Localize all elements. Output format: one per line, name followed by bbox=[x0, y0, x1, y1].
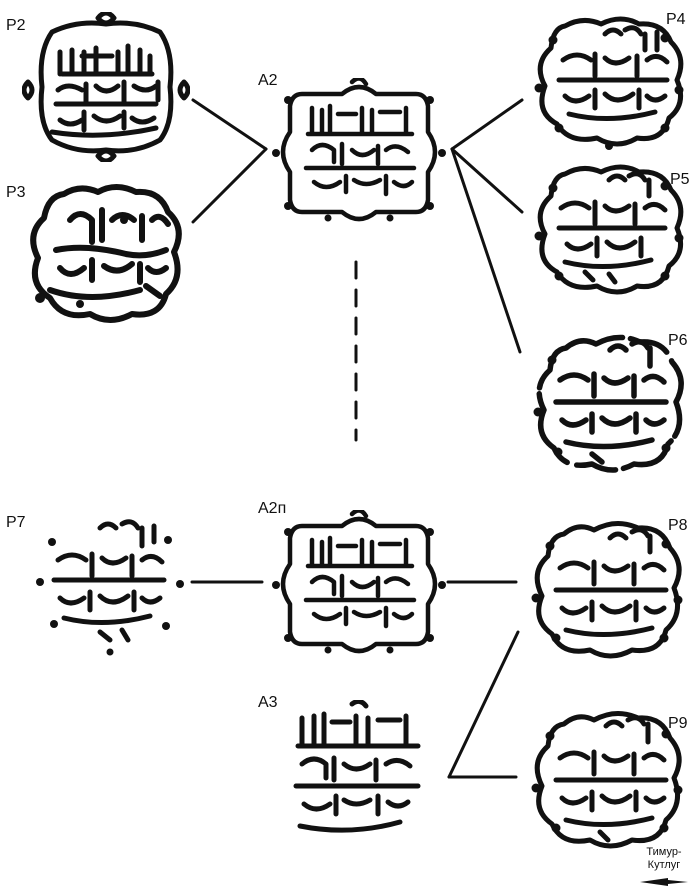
link-p3-a2 bbox=[191, 147, 268, 224]
seal-p9 bbox=[531, 711, 683, 849]
seal-p8 bbox=[531, 521, 683, 659]
seal-a2n bbox=[272, 510, 446, 654]
label-p4: P4 bbox=[666, 11, 686, 28]
seal-a2 bbox=[272, 78, 446, 222]
arrow-right-icon bbox=[640, 878, 688, 887]
label-p6: P6 bbox=[668, 332, 688, 349]
seal-p7 bbox=[36, 519, 184, 656]
link-p2-a2 bbox=[191, 98, 268, 151]
label-a3: A3 bbox=[258, 694, 278, 711]
footer-line-1: Тимур- bbox=[646, 846, 682, 858]
seal-p3 bbox=[30, 184, 182, 323]
seal-p6 bbox=[533, 334, 684, 473]
footer-caption: Тимур- Кутлуг bbox=[638, 846, 690, 889]
seal-a3 bbox=[293, 700, 421, 833]
link-a2-p4 bbox=[450, 98, 524, 151]
link-a2-p5 bbox=[450, 147, 524, 214]
label-a2n: A2п bbox=[258, 500, 287, 517]
seal-p4 bbox=[534, 16, 684, 150]
label-p8: P8 bbox=[668, 517, 688, 534]
link-a2-p6 bbox=[450, 147, 522, 354]
link-p8-a3 bbox=[447, 630, 520, 779]
label-p2: P2 bbox=[6, 17, 26, 34]
seal-p2 bbox=[22, 12, 190, 162]
seal-p5 bbox=[534, 164, 684, 295]
label-p7: P7 bbox=[6, 514, 26, 531]
label-a2: A2 bbox=[258, 72, 278, 89]
footer-line-2: Кутлуг bbox=[647, 858, 681, 871]
label-p3: P3 bbox=[6, 184, 26, 201]
label-p5: P5 bbox=[670, 171, 690, 188]
label-p9: P9 bbox=[668, 715, 688, 732]
